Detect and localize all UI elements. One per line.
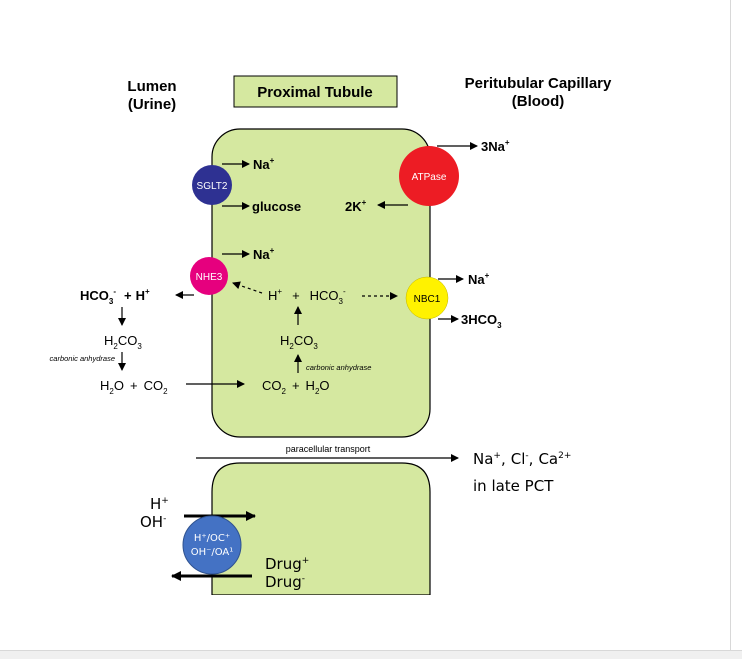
atpase-label: ATPase	[412, 172, 447, 183]
nbc1-na-text: Na+	[468, 271, 490, 287]
h-plus-text: H+	[150, 495, 169, 513]
lumen-header: Lumen	[127, 78, 176, 95]
atpase-pump	[399, 146, 459, 206]
sglt2-transporter	[192, 165, 232, 205]
three-hco3-text: 3HCO3	[461, 312, 502, 330]
drug-minus-text: Drug-	[265, 573, 305, 591]
oa-label: OH⁻/OA¹	[191, 547, 234, 558]
nhe3-transporter	[190, 257, 228, 295]
h-to-nhe3-dashed-arrow	[232, 281, 263, 294]
lumen-h2o-co2-text: H2O+CO2	[100, 378, 168, 396]
oc-oa-transporter	[182, 515, 242, 575]
paracellular-label: paracellular transport	[286, 444, 371, 454]
drug-plus-text: Drug+	[265, 555, 309, 573]
lumen-hco3-h-text: HCO3-+H+	[80, 287, 150, 306]
frame-right-border	[730, 0, 731, 658]
oc-label: H⁺/OC⁺	[194, 533, 230, 544]
glucose-text: glucose	[252, 199, 301, 214]
lumen-h2co3-text: H2CO3	[104, 333, 142, 351]
two-k-text: 2K+	[345, 198, 367, 214]
nhe3-na-text: Na+	[253, 246, 275, 262]
tubule-cell-lower	[211, 462, 431, 596]
oh-minus-text: OH-	[140, 513, 166, 531]
urine-header: (Urine)	[128, 96, 176, 113]
paracellular-ions-text: Na+,Cl-,Ca2+	[473, 450, 571, 468]
tubule-title-box	[233, 75, 398, 108]
cell-h-hco3-text: H++HCO3-	[268, 287, 346, 306]
cell-h2co3-text: H2CO3	[280, 333, 318, 351]
tubule-title: Proximal Tubule	[257, 84, 373, 101]
sglt2-label: SGLT2	[197, 181, 228, 192]
frame-bottom-bar	[0, 650, 742, 659]
late-pct-text: in late PCT	[473, 477, 554, 495]
capillary-header: Peritubular Capillary	[465, 75, 612, 92]
sglt2-na-text: Na+	[253, 156, 275, 172]
nhe3-label: NHE3	[196, 272, 223, 283]
lumen-carbonic-anhydrase: carbonic anhydrase	[50, 354, 115, 363]
nbc1-transporter	[405, 276, 449, 320]
nbc1-label: NBC1	[414, 294, 441, 305]
cell-carbonic-anhydrase: carbonic anhydrase	[306, 363, 371, 372]
three-na-text: 3Na+	[481, 138, 510, 154]
blood-header: (Blood)	[512, 93, 564, 110]
lower-cell-bottom-cover	[200, 595, 440, 605]
cell-co2-h2o-text: CO2+H2O	[262, 378, 330, 396]
